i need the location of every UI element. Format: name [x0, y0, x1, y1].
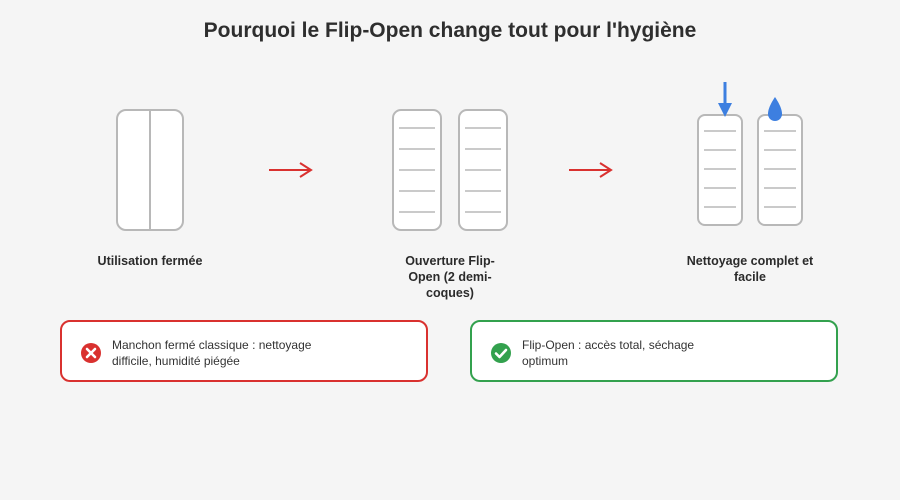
- step-label-open: Ouverture Flip-Open (2 demi-coques): [405, 254, 495, 300]
- diagram-title: Pourquoi le Flip-Open change tout pour l…: [203, 19, 697, 42]
- classic-sleeve-text: Manchon fermé classique : nettoyage diff…: [112, 338, 312, 368]
- cross-circle-icon: [81, 343, 101, 363]
- step-label-closed: Utilisation fermée: [97, 254, 203, 268]
- classic-sleeve-panel: Manchon fermé classique : nettoyage diff…: [60, 320, 428, 382]
- water-drop-icon: [768, 97, 782, 121]
- open-half-shells-illustration: [392, 109, 508, 231]
- cleaning-illustration: [697, 114, 803, 226]
- arrow-right-icon: [569, 162, 613, 178]
- step-label-cleaning: Nettoyage complet et facile: [686, 254, 814, 284]
- arrow-right-icon: [269, 162, 313, 178]
- arrow-down-icon: [718, 82, 732, 117]
- flip-open-panel: Flip-Open : accès total, séchage optimum: [470, 320, 838, 382]
- flip-open-text: Flip-Open : accès total, séchage optimum: [522, 338, 695, 368]
- closed-sleeve-illustration: [116, 109, 184, 231]
- check-circle-icon: [491, 343, 511, 363]
